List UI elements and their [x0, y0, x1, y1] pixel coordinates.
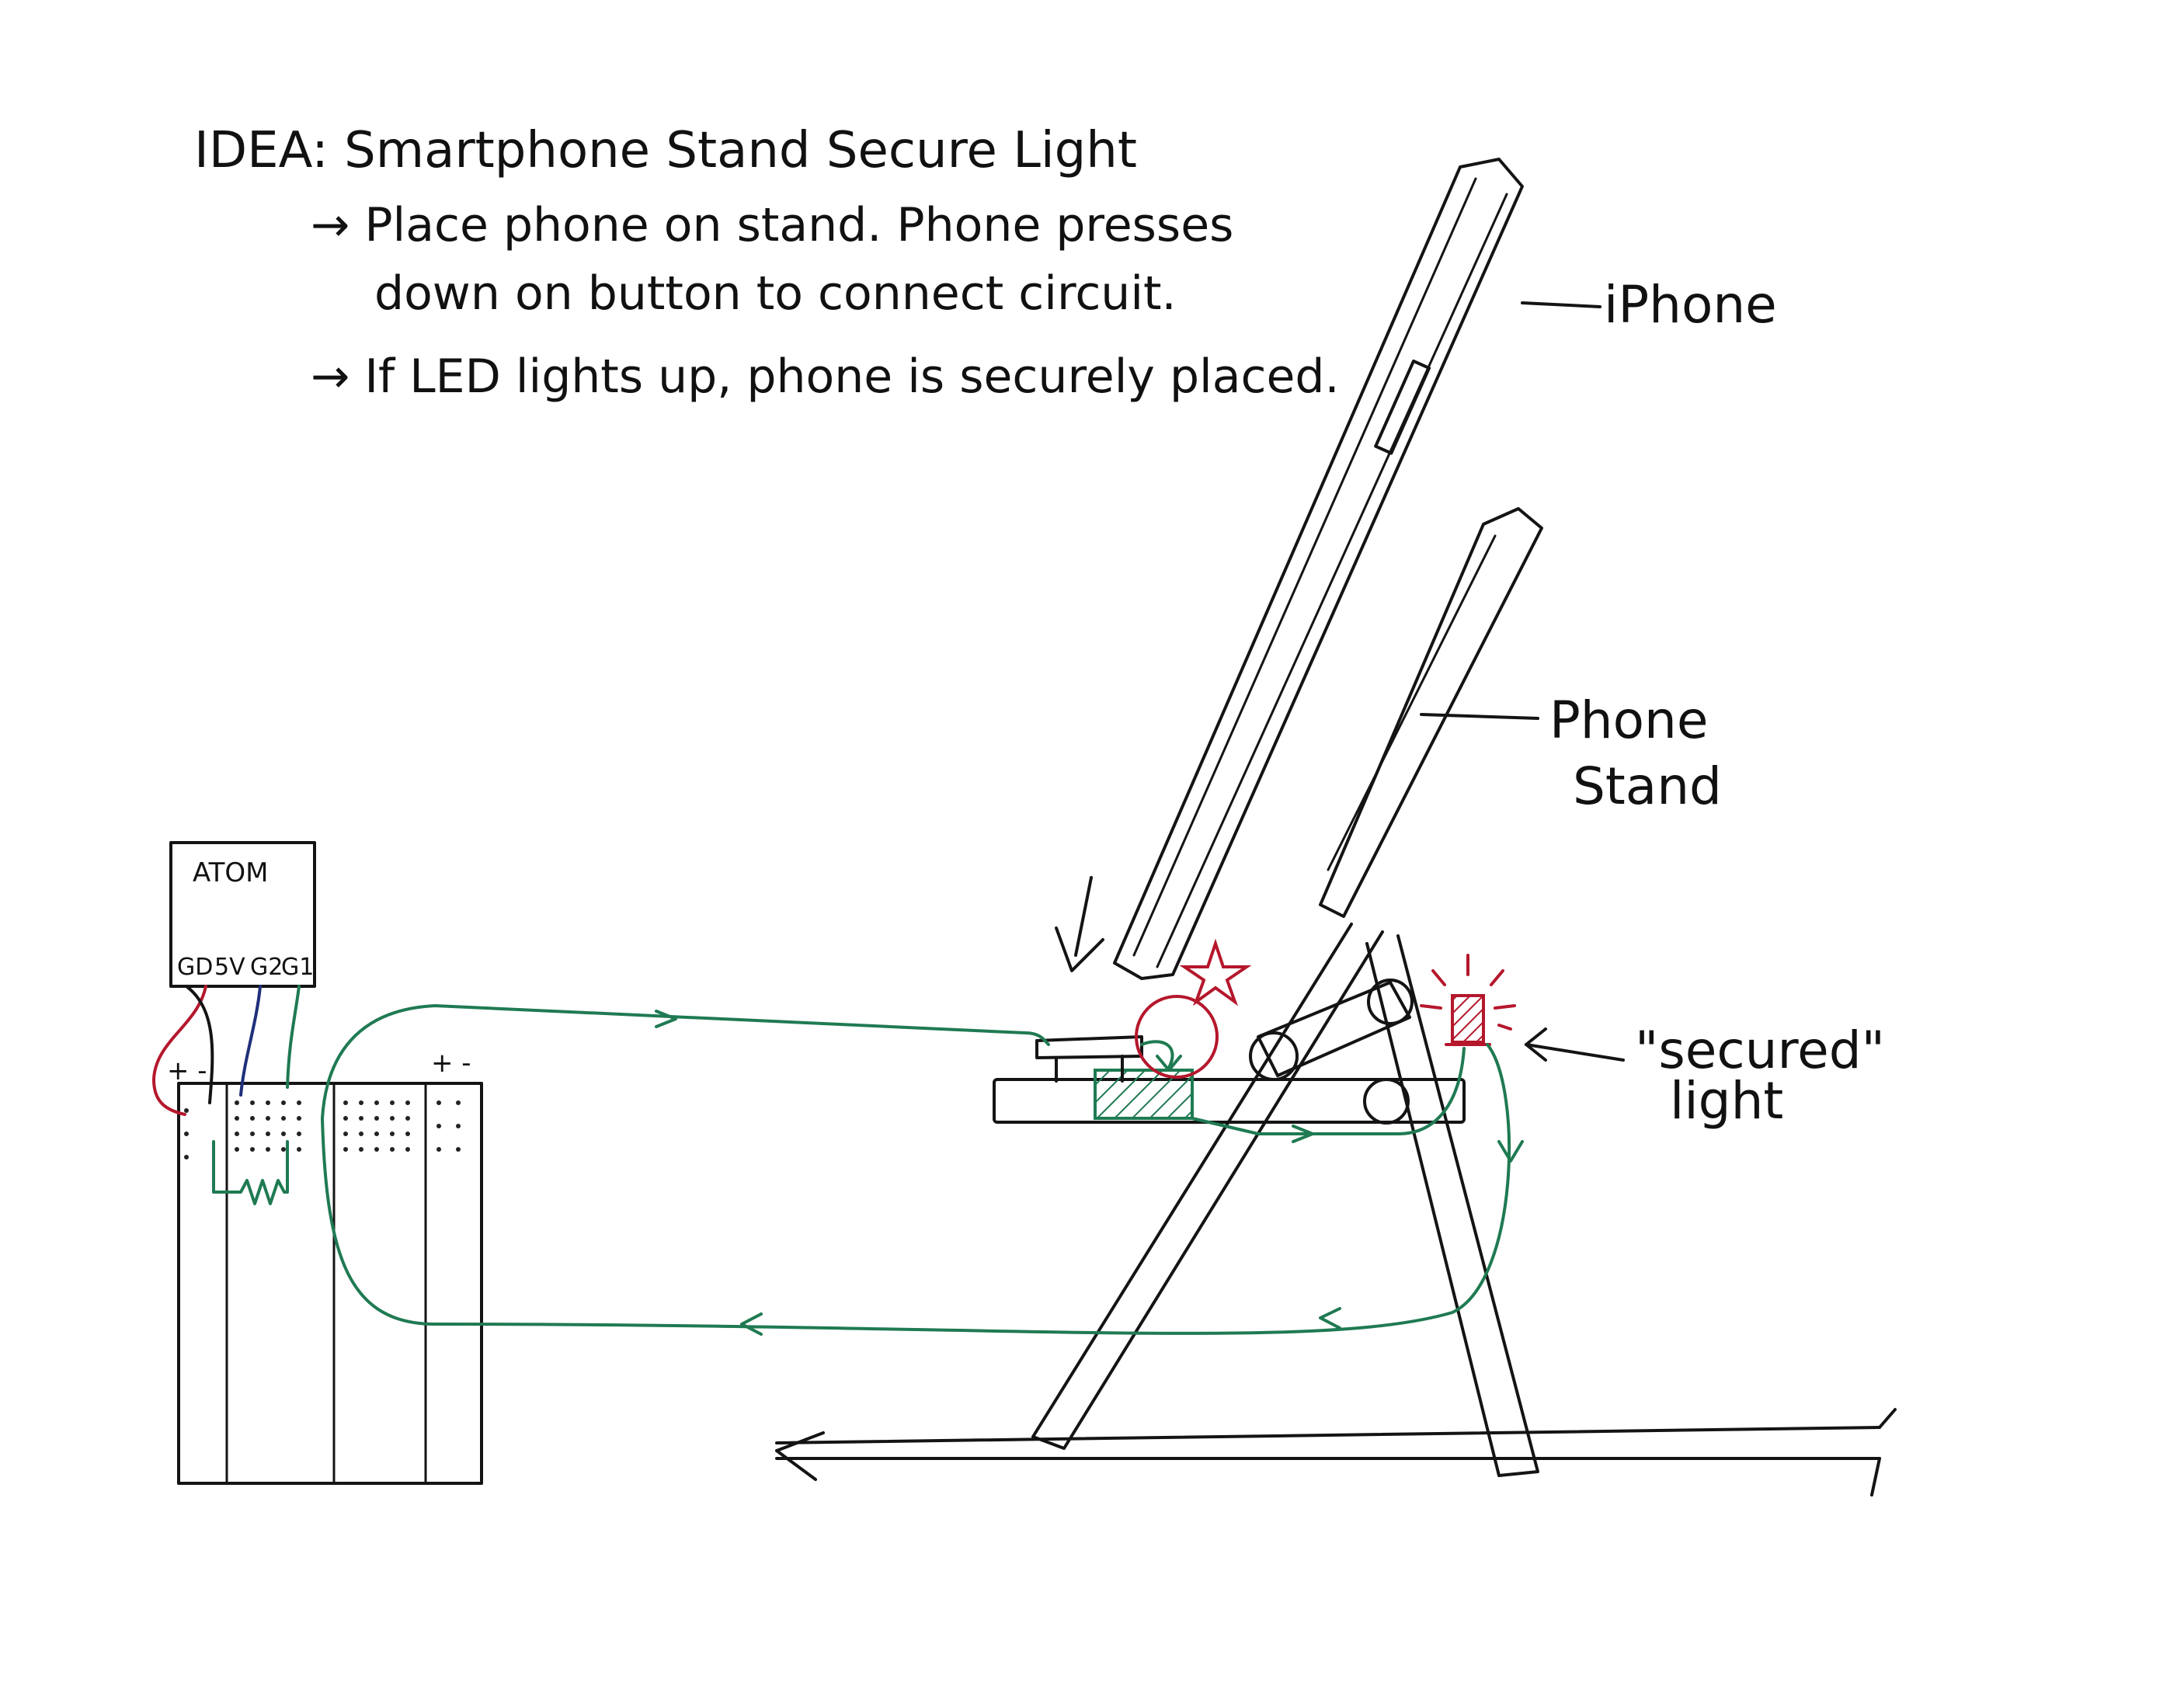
breadboard-outline: [179, 1083, 482, 1483]
circuit-loop: [322, 1006, 1522, 1334]
idea-notes: IDEA: Smartphone Stand Secure Light → Pl…: [194, 122, 1340, 404]
stand-label-line-2: Stand: [1573, 756, 1722, 816]
idea-line-2: down on button to connect circuit.: [374, 266, 1177, 321]
iphone-label: iPhone: [1604, 275, 1777, 335]
secured-label-line-2: light: [1670, 1071, 1783, 1131]
phone-stand: [994, 509, 1542, 1476]
iphone-label-group: iPhone: [1522, 275, 1777, 335]
hinge-pivot-front: [1250, 1033, 1297, 1079]
wire-g1: [287, 986, 299, 1087]
led-body: [1452, 996, 1483, 1042]
contact-highlight-circle: [1136, 996, 1217, 1077]
wire-g2: [241, 986, 260, 1095]
rail-left-label: + -: [167, 1055, 207, 1086]
rail-right-label: + -: [431, 1048, 471, 1079]
pin-g1-label: G1: [281, 954, 314, 981]
pin-5v-label: 5V: [214, 954, 245, 981]
ground-surface: [777, 1410, 1895, 1495]
atom-board-name: ATOM: [193, 857, 268, 888]
pin-gnd-label: GD: [177, 954, 213, 981]
wire-arrow-down-icon: [1157, 1056, 1181, 1070]
support-arm-pivot: [1365, 1079, 1408, 1123]
idea-line-1: → Place phone on stand. Phone presses: [311, 198, 1233, 252]
support-arm: [994, 1079, 1464, 1122]
wire-return: [322, 1045, 1509, 1333]
press-down-arrow-icon: [1056, 878, 1103, 971]
secured-label-group: "secured" light: [1526, 1020, 1885, 1131]
stand-label-line-1: Phone: [1549, 690, 1708, 750]
resistor: [214, 1142, 287, 1204]
atom-board: ATOM GD 5V G2 G1: [171, 843, 315, 986]
star-icon: [1184, 944, 1247, 1002]
hinge-pivot-rear: [1368, 980, 1412, 1024]
wire-arrow-left-2-icon: [742, 1314, 761, 1334]
iphone-side-button: [1375, 361, 1429, 454]
secured-led: [1421, 955, 1515, 1045]
stand-label-group: Phone Stand: [1421, 690, 1722, 816]
pin-g2-label: G2: [250, 954, 283, 981]
idea-line-3: → If LED lights up, phone is securely pl…: [311, 349, 1340, 404]
wire-arrow-left-icon: [1320, 1309, 1340, 1328]
wire-arrow-right-icon: [656, 1011, 676, 1027]
idea-title: IDEA: Smartphone Stand Secure Light: [194, 122, 1137, 179]
